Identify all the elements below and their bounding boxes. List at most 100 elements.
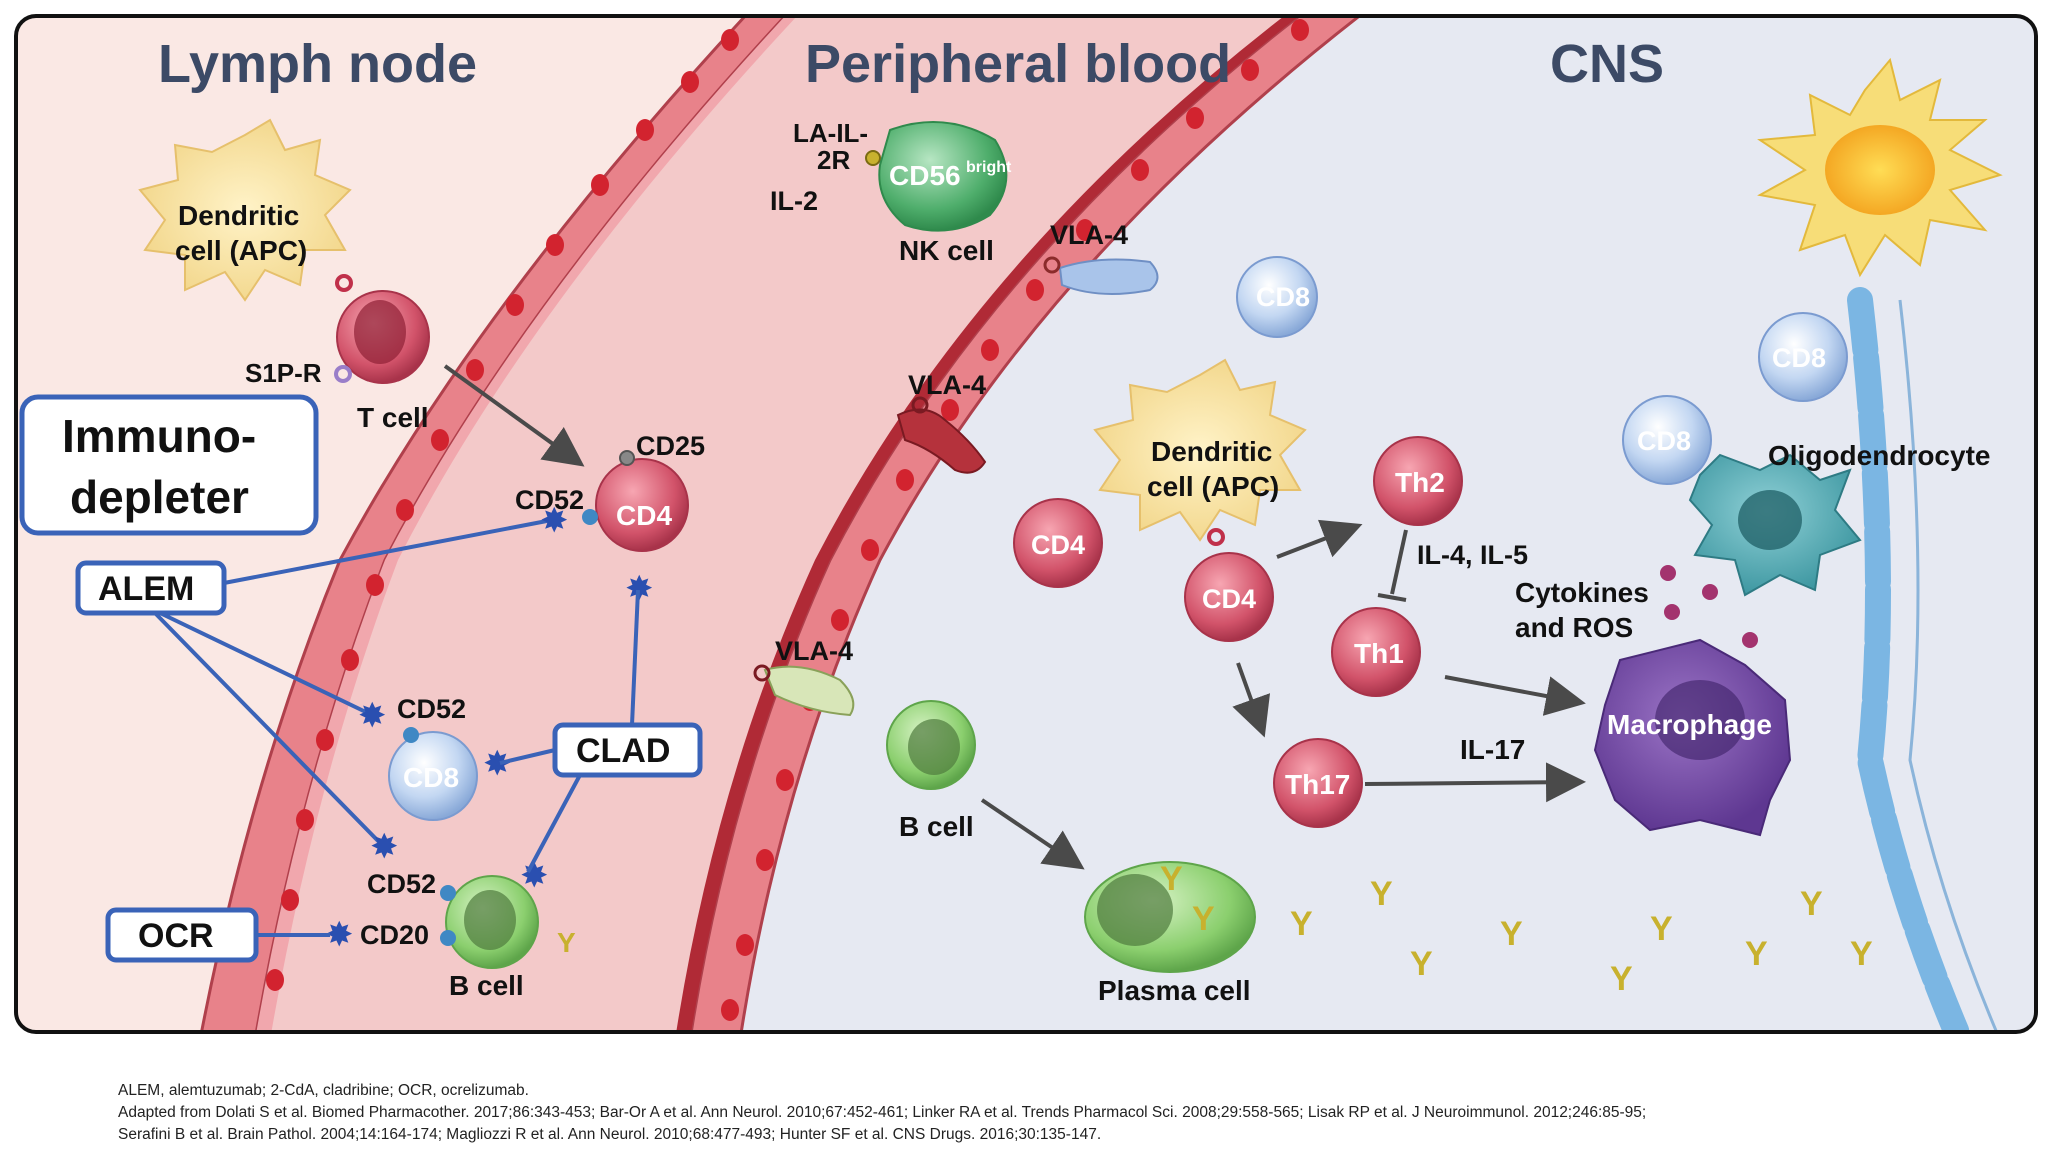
- region-title-blood: Peripheral blood: [805, 34, 1231, 94]
- oligodendrocyte-cell: [1688, 453, 1862, 597]
- lymph-t-cell-nucleus: [354, 300, 406, 364]
- diagram-frame: [14, 14, 2038, 1034]
- antibody-icon: Y: [557, 927, 576, 958]
- th2-inhibits-th1-line: [1390, 529, 1408, 595]
- lymph-cd8-label: CD8: [403, 762, 459, 793]
- cns-bcell-label: B cell: [899, 811, 974, 842]
- la-il2r-label-1: LA-IL-: [793, 118, 868, 148]
- lymph-dc-label-1: Dendritic: [178, 200, 299, 231]
- th17-cell: [1273, 738, 1363, 828]
- cd52-b-receptor-icon: [403, 727, 419, 743]
- lymph-bcell-label: B cell: [449, 970, 524, 1001]
- svg-text:Y: Y: [1160, 860, 1183, 898]
- th1-label: Th1: [1354, 638, 1404, 669]
- svg-text:Y: Y: [1745, 935, 1768, 973]
- plasma-cell-label: Plasma cell: [1098, 975, 1251, 1006]
- il2-label: IL-2: [770, 186, 818, 216]
- cns-b-cell-nucleus: [908, 719, 960, 775]
- lymph-dc-label-2: cell (APC): [175, 235, 307, 266]
- vla4-c-label: VLA-4: [775, 636, 853, 666]
- cns-dc-label-2: cell (APC): [1147, 471, 1279, 502]
- footer-references-1: Adapted from Dolati S et al. Biomed Phar…: [118, 1104, 1647, 1121]
- vla4-b-cell: [896, 408, 987, 474]
- lymph-cd8-cell: [388, 731, 478, 821]
- cd25-label: CD25: [636, 431, 705, 461]
- vla4-b-receptor-icon: [911, 396, 929, 414]
- inhibition-bar: [1377, 593, 1407, 602]
- cd52-a-label: CD52: [515, 485, 584, 515]
- cytokine-dots: [1660, 565, 1758, 648]
- vla4-a-label: VLA-4: [1050, 220, 1128, 250]
- lymph-cd4-cell: [595, 458, 689, 552]
- immunodepleter-label-1: Immuno-: [62, 410, 256, 462]
- cns-cd8-a-label: CD8: [1256, 282, 1310, 312]
- clad-label: CLAD: [576, 732, 670, 770]
- la-il2r-label-2: 2R: [817, 145, 850, 175]
- lymph-cd4-label: CD4: [616, 500, 672, 531]
- starburst-icon: ✸: [370, 828, 399, 866]
- il2r-receptor-icon: [865, 150, 881, 166]
- footer-references-2: Serafini B et al. Brain Pathol. 2004;14:…: [118, 1126, 1102, 1143]
- cd20-label: CD20: [360, 920, 429, 950]
- plasma-cell-nucleus: [1097, 874, 1173, 946]
- vla4-c-cell: [763, 665, 855, 717]
- nk-cd56-superscript: bright: [966, 159, 1012, 176]
- th17-label: Th17: [1285, 769, 1350, 800]
- alem-lines: [153, 518, 553, 848]
- cns-cd4-cell-apc: [1184, 552, 1274, 642]
- il45-label: IL-4, IL-5: [1417, 540, 1528, 570]
- endothelial-nuclei-left: [266, 29, 739, 991]
- footer-abbreviations: ALEM, alemtuzumab; 2-CdA, cladribine; OC…: [118, 1082, 529, 1099]
- starburst-icon: ✸: [483, 745, 512, 783]
- svg-text:Y: Y: [1500, 915, 1523, 953]
- svg-text:Y: Y: [1610, 960, 1633, 998]
- cns-tcr-receptor-icon: [1207, 528, 1225, 546]
- alem-box: [75, 560, 227, 616]
- cns-dc-label-1: Dendritic: [1151, 436, 1272, 467]
- immunodepleter-label-2: depleter: [70, 471, 249, 523]
- vla4-a-cell: [1058, 258, 1159, 295]
- s1pr-receptor-icon: [334, 365, 352, 383]
- cytokines-label-1: Cytokines: [1515, 577, 1649, 608]
- svg-text:Y: Y: [1192, 900, 1215, 938]
- th2-cell: [1373, 436, 1463, 526]
- blood-vessel-wall: [688, 16, 1385, 1032]
- lymph-tcell-label: T cell: [357, 402, 429, 433]
- cns-cd4-free-label: CD4: [1031, 530, 1085, 560]
- th17-to-macrophage-arrow: [1364, 762, 1586, 803]
- svg-text:Y: Y: [1410, 945, 1433, 983]
- il17-label: IL-17: [1460, 734, 1525, 765]
- svg-text:Y: Y: [1800, 885, 1823, 923]
- nk-cell-label: NK cell: [899, 235, 994, 266]
- tcr-receptor-icon: [335, 274, 353, 292]
- region-title-cns: CNS: [1550, 34, 1664, 94]
- ocr-label: OCR: [138, 917, 214, 955]
- region-title-lymph: Lymph node: [158, 34, 477, 94]
- oligodendrocyte-label: Oligodendrocyte: [1768, 440, 1990, 471]
- svg-text:Y: Y: [1650, 910, 1673, 948]
- cns-cd8-b-label: CD8: [1772, 343, 1826, 373]
- immunodepleter-box: [19, 394, 319, 536]
- cns-dendritic-cell: [1093, 358, 1307, 542]
- cns-cd8-c-label: CD8: [1637, 426, 1691, 456]
- cns-cd4-cell-free: [1013, 498, 1103, 588]
- cytokines-label-2: and ROS: [1515, 612, 1633, 643]
- lymph-dendritic-cell: [138, 118, 352, 302]
- nk-cell: [878, 121, 1008, 232]
- svg-text:Y: Y: [1370, 875, 1393, 913]
- macrophage-label: Macrophage: [1607, 709, 1772, 740]
- th1-cell: [1331, 607, 1421, 697]
- vla4-a-receptor-icon: [1043, 256, 1061, 274]
- cns-cd4-apc-label: CD4: [1202, 584, 1256, 614]
- vla4-c-receptor-icon: [753, 664, 771, 682]
- cd25-receptor-icon: [619, 450, 635, 466]
- cns-cd8-cell-c: [1622, 395, 1712, 485]
- cd52-b-label: CD52: [397, 694, 466, 724]
- clad-lines: [499, 589, 640, 873]
- svg-text:Y: Y: [1850, 935, 1873, 973]
- svg-text:Y: Y: [1290, 905, 1313, 943]
- starburst-icon: ✸: [358, 697, 387, 735]
- s1pr-label: S1P-R: [245, 358, 322, 388]
- cd52-a-receptor-icon: [582, 509, 598, 525]
